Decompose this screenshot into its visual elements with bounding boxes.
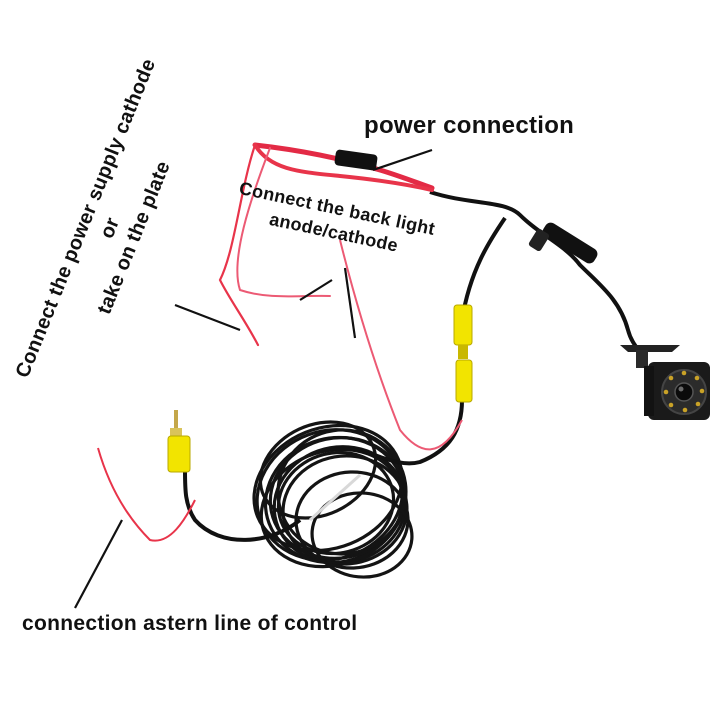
video-cable-left [183, 469, 302, 542]
camera-connector [528, 222, 598, 264]
leader-supply [174, 303, 241, 332]
rca-connector-left [167, 410, 191, 473]
leader-astern [74, 519, 123, 609]
coil-tie [308, 473, 362, 522]
coiled-cable [252, 420, 414, 579]
leader-lines [74, 148, 433, 609]
rca-connector-upper [453, 304, 473, 359]
power-plug [334, 149, 378, 171]
power-connection-label: power connection [364, 112, 575, 139]
leader-back-light [343, 267, 357, 339]
leader-back-light-2 [299, 279, 333, 301]
rca-connector-lower [455, 359, 473, 403]
backup-camera [620, 345, 710, 420]
astern-wire [97, 447, 196, 542]
led-ring [663, 370, 705, 413]
back-light-wire [339, 239, 463, 451]
leader-power [372, 148, 433, 172]
camera-cable [429, 190, 647, 361]
astern-control-label: connection astern line of control [22, 612, 358, 635]
